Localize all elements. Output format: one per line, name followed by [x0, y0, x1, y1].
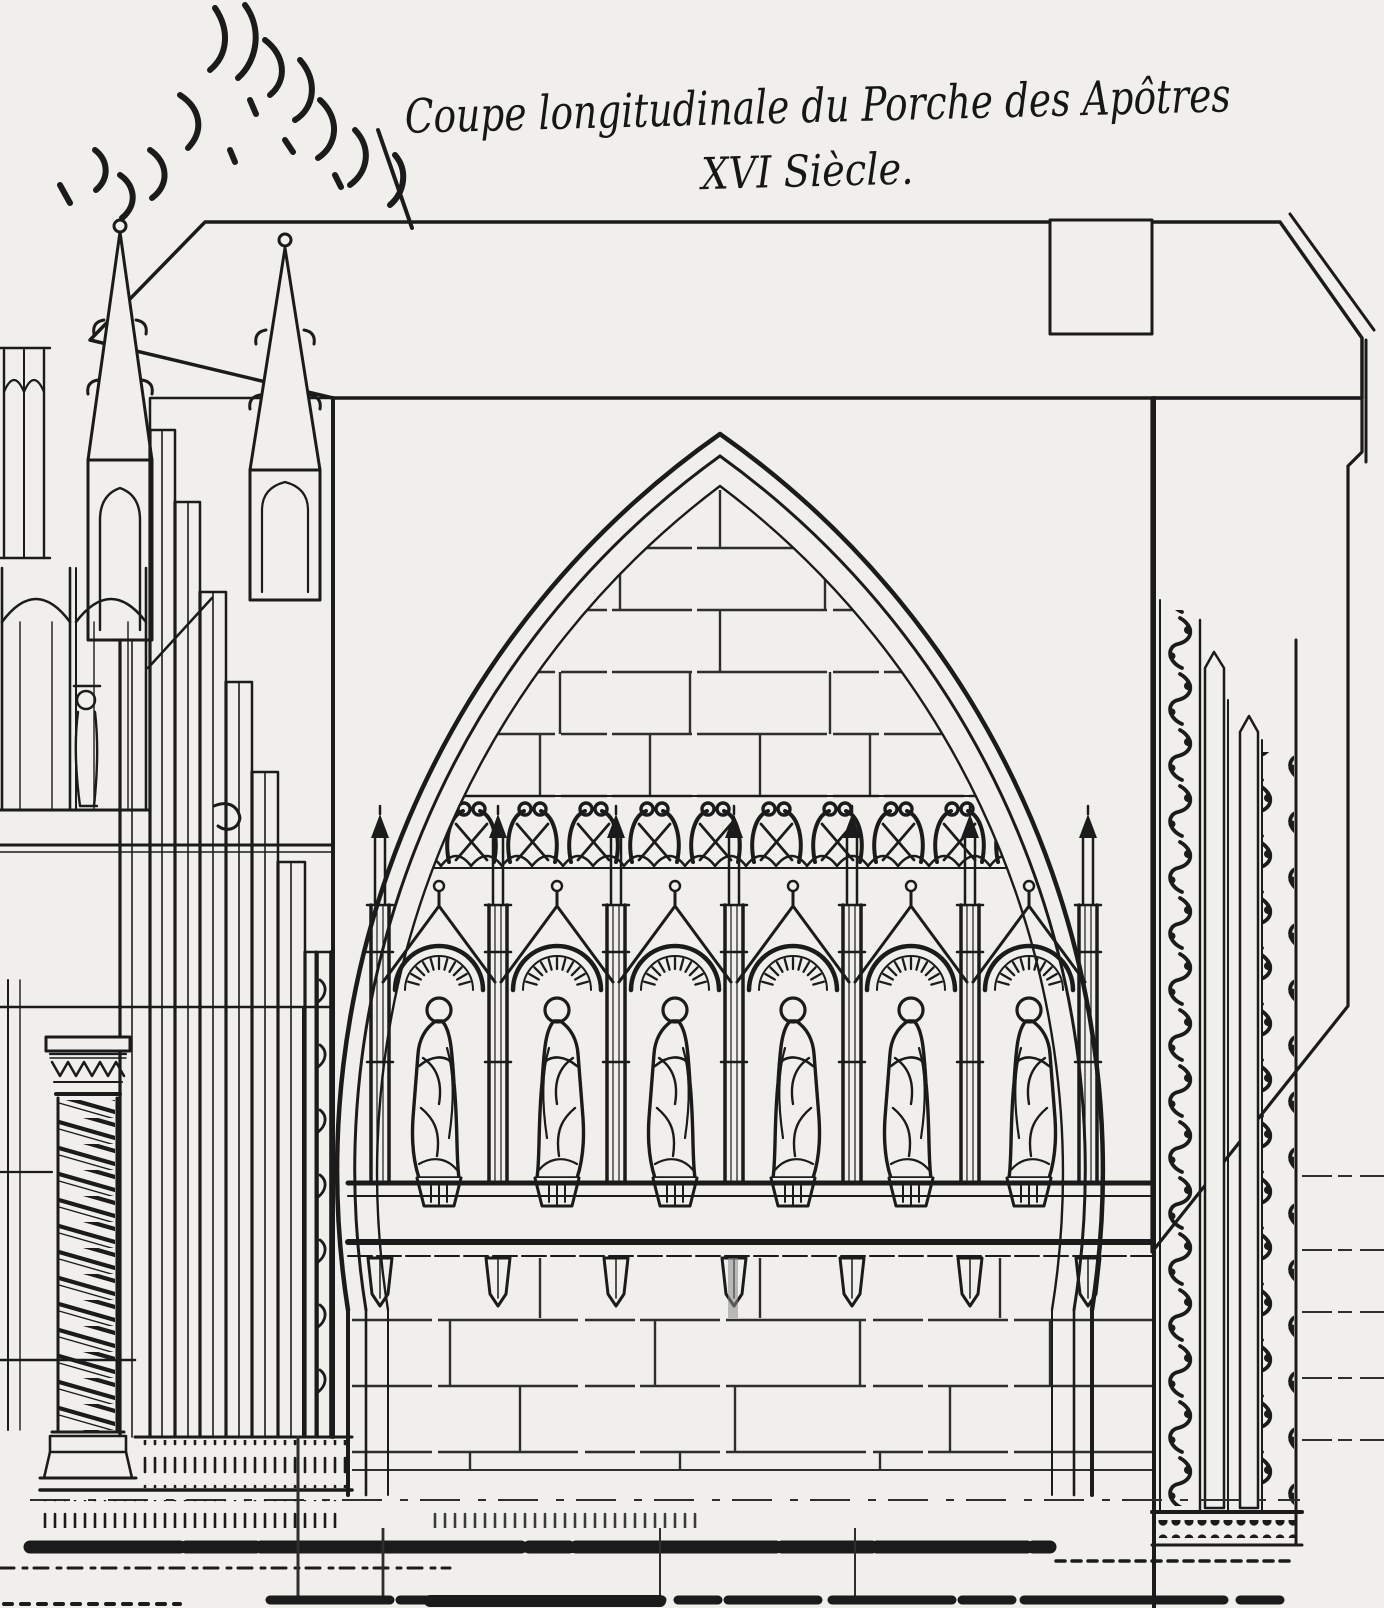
- spiral-column: [38, 1035, 138, 1480]
- shaded-joint: [728, 1258, 738, 1318]
- arch-jamb-verticals: [346, 1308, 1094, 1497]
- spiral-shaft: [59, 1100, 115, 1432]
- colonnette-strip: [1203, 650, 1226, 1510]
- right-wall-lines: [1302, 1175, 1384, 1441]
- left-horizontals: [0, 843, 335, 1431]
- right-pier-foliage-band: [1150, 396, 1304, 1608]
- vine-scroll-strip: [1162, 610, 1198, 1506]
- buttress-statuette: [72, 684, 102, 808]
- left-jamb-ornament: [302, 396, 335, 1439]
- vine-scroll-strip: [1262, 752, 1294, 1506]
- lintel-notch-opening: [1048, 218, 1154, 336]
- lower-masonry-wall: [352, 1258, 1152, 1471]
- pointed-arch: [334, 431, 1106, 1497]
- colonnette-strip: [1238, 714, 1260, 1510]
- band-base-blobs: [1158, 1520, 1298, 1538]
- chamfer-edge-line: [1288, 212, 1376, 332]
- left-buttress-elevation: [0, 218, 354, 1492]
- title-line-2: XVI Siècle.: [698, 144, 914, 201]
- capital-dentils: [50, 1060, 126, 1078]
- cresting-band: [377, 795, 1063, 869]
- foliage-sketch: [57, 2, 414, 230]
- shaft-bundle: [118, 428, 333, 1439]
- statue-shelf-band: [345, 1180, 1155, 1308]
- shaft-bases: [38, 1435, 354, 1492]
- pinnacle-right: [248, 232, 322, 602]
- left-edge-tracery: [0, 346, 52, 560]
- plinth-and-steps: [0, 1436, 1300, 1607]
